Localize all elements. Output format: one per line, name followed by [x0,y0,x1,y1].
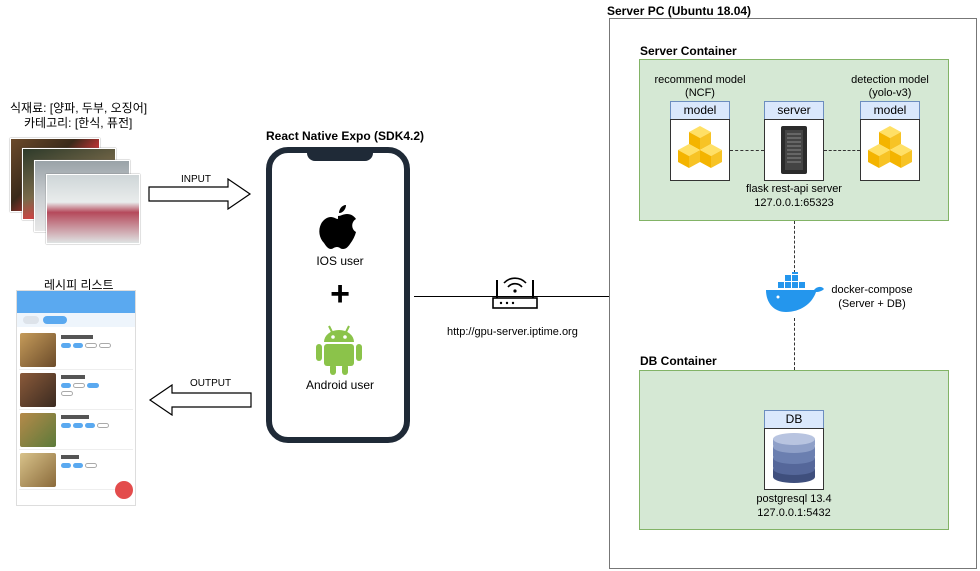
docker-compose-label: docker-compose [831,284,913,296]
cubes-icon [868,126,912,168]
model-box-right [860,119,920,181]
router-icon [492,277,538,309]
plus-sign: + [330,275,350,313]
recommend-model-title: recommend model [654,74,746,86]
android-icon [316,325,362,375]
ingredient-photos [10,134,140,244]
server-rack-icon [781,126,807,174]
db-box [764,428,824,490]
server-box [764,119,824,181]
postgres-label: postgresql 13.4 [756,493,832,505]
docker-to-db-line [794,318,795,370]
apple-icon [319,205,356,249]
server-to-docker-line [794,221,795,273]
ios-user-label: IOS user [316,254,364,268]
recipe-row-1 [19,331,133,370]
recommend-model-sub: (NCF) [685,87,715,99]
app-fab-button [115,481,133,499]
server-pc-title: Server PC (Ubuntu 18.04) [607,4,752,18]
model-box-left [670,119,730,181]
model-left-to-server-line [730,150,764,151]
router-url: http://gpu-server.iptime.org [447,326,578,338]
db-label: DB [764,410,824,429]
cubes-icon [678,126,722,168]
recipe-row-2 [19,371,133,410]
detection-model-sub: (yolo-v3) [868,87,912,99]
phone-frame [266,147,410,443]
app-tab-bar [17,313,135,327]
recipe-row-4 [19,451,133,490]
postgres-address: 127.0.0.1:5432 [757,507,831,519]
recipe-row-3 [19,411,133,450]
ingredient-photo-4 [46,174,140,244]
phone-notch [307,147,373,161]
phone-title: React Native Expo (SDK4.2) [266,129,425,143]
android-user-label: Android user [305,378,375,392]
model-label-left: model [670,101,730,120]
server-label: server [764,101,824,120]
input-ingredients-text: 식재료: [양파, 두부, 오징어] [10,101,148,115]
db-container-title: DB Container [640,354,717,368]
server-to-model-right-line [824,150,860,151]
recipe-app-screenshot [16,290,136,506]
phone-to-docker-line [414,296,766,297]
output-arrow [148,384,252,416]
docker-whale-icon [766,272,824,312]
docker-compose-sub: (Server + DB) [838,298,906,310]
database-icon [773,433,815,483]
input-arrow [148,178,252,210]
input-category-text: 카테고리: [한식, 퓨전] [24,116,133,130]
detection-model-title: detection model [851,74,929,86]
output-arrow-label: OUTPUT [190,378,232,389]
input-arrow-label: INPUT [181,174,211,185]
flask-server-label: flask rest-api server [746,183,842,195]
app-header-bar [17,291,135,313]
recipe-list-title: 레시피 리스트 [44,278,114,292]
server-container-title: Server Container [640,44,737,58]
model-label-right: model [860,101,920,120]
flask-server-address: 127.0.0.1:65323 [754,197,834,209]
